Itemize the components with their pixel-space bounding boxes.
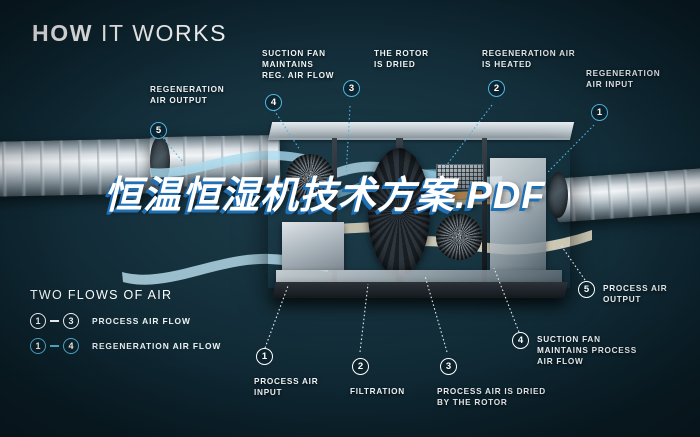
duct-cap-right <box>548 172 568 218</box>
page-title-strong: HOW <box>32 20 94 46</box>
regeneration-heater <box>436 164 484 190</box>
legend-dash-regeneration <box>50 345 59 347</box>
right-chamber-panel <box>490 158 546 270</box>
legend-title: TWO FLOWS OF AIR <box>30 288 173 302</box>
page-title-light: IT WORKS <box>101 20 228 46</box>
legend-marker-to-regeneration: 4 <box>63 338 79 354</box>
duct-left-far <box>0 138 171 197</box>
unit-base <box>272 282 568 298</box>
legend-label-process: PROCESS AIR FLOW <box>92 316 191 326</box>
legend: TWO FLOWS OF AIR 1 3 PROCESS AIR FLOW 1 … <box>30 288 221 363</box>
frame-divider-3 <box>482 138 487 288</box>
legend-marks-process: 1 3 <box>30 313 92 329</box>
legend-dash-process <box>50 320 59 322</box>
page-title: HOW IT WORKS <box>32 22 227 45</box>
legend-marker-to-process: 3 <box>63 313 79 329</box>
air-filter <box>282 222 344 270</box>
callout-process-air-output-label: PROCESS AIR OUTPUT <box>603 284 668 305</box>
callout-suction-fan-process-label: SUCTION FAN MAINTAINS PROCESS AIR FLOW <box>537 335 637 367</box>
ribbon-regeneration-output <box>146 142 326 184</box>
process-fan <box>436 214 482 260</box>
callout-filtration-label: FILTRATION <box>350 387 405 396</box>
marker-process-air-dried[interactable]: 3 <box>440 358 457 375</box>
legend-regeneration-air-flow: 1 4 REGENERATION AIR FLOW <box>30 338 221 354</box>
legend-process-air-flow: 1 3 PROCESS AIR FLOW <box>30 313 221 329</box>
marker-suction-fan-process[interactable]: 4 <box>512 332 529 349</box>
marker-suction-fan-regeneration[interactable]: 4 <box>265 94 282 111</box>
legend-marker-from-process: 1 <box>30 313 46 329</box>
callout-regeneration-air-heated-label: REGENERATION AIR IS HEATED <box>482 49 576 70</box>
regeneration-fan <box>286 154 334 202</box>
frame-divider-1 <box>332 138 337 288</box>
marker-process-air-output[interactable]: 5 <box>578 281 595 298</box>
marker-filtration[interactable]: 2 <box>352 358 369 375</box>
callout-suction-fan-regeneration-label: SUCTION FAN MAINTAINS REG. AIR FLOW <box>262 49 335 81</box>
legend-marker-from-regeneration: 1 <box>30 338 46 354</box>
callout-process-air-dried-label: PROCESS AIR IS DRIED BY THE ROTOR <box>437 387 546 408</box>
marker-regeneration-air-input[interactable]: 1 <box>591 104 608 121</box>
marker-regeneration-air-output[interactable]: 5 <box>150 122 167 139</box>
marker-process-air-input[interactable]: 1 <box>256 348 273 365</box>
callout-rotor-is-dried-label: THE ROTOR IS DRIED <box>374 49 429 70</box>
dehumidifier-unit <box>268 122 575 304</box>
callout-regeneration-air-input-label: REGENERATION AIR INPUT <box>586 69 661 90</box>
marker-regeneration-air-heated[interactable]: 2 <box>488 80 505 97</box>
unit-cutaway-body <box>268 138 570 288</box>
desiccant-rotor <box>368 148 430 276</box>
ribbon-process-input <box>120 244 330 288</box>
duct-right <box>554 167 700 223</box>
callout-process-air-input-label: PROCESS AIR INPUT <box>254 377 319 398</box>
callout-regeneration-air-output-label: REGENERATION AIR OUTPUT <box>150 85 225 106</box>
legend-label-regeneration: REGENERATION AIR FLOW <box>92 341 222 351</box>
legend-marks-regeneration: 1 4 <box>30 338 92 354</box>
unit-floor-deck <box>276 270 562 284</box>
marker-rotor-is-dried[interactable]: 3 <box>343 80 360 97</box>
